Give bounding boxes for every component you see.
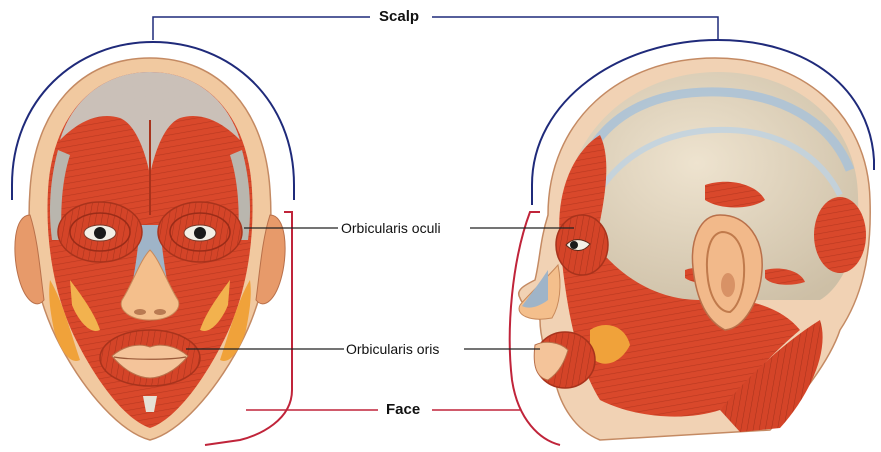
face-label: Face — [386, 401, 420, 418]
side-view-head — [519, 58, 871, 440]
orbicularis-oris-label: Orbicularis oris — [346, 341, 439, 357]
orbicularis-oculi-label: Orbicularis oculi — [341, 220, 441, 236]
scalp-label: Scalp — [379, 8, 419, 25]
front-view-head — [15, 58, 285, 440]
side-occipitalis — [814, 197, 866, 273]
scalp-connector — [153, 17, 370, 40]
